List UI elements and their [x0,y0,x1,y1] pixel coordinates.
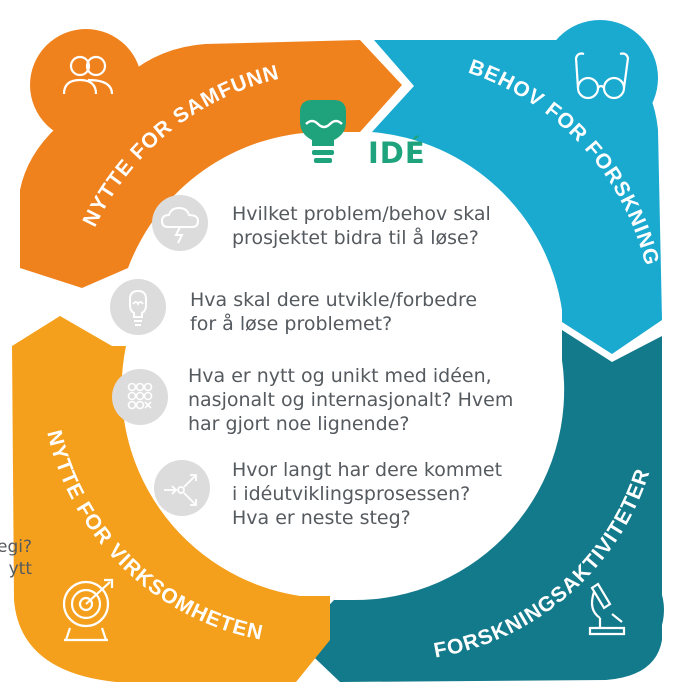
question-4: Hvor langt har dere kommet i idéutviklin… [232,458,502,530]
question-3: Hva er nytt og unikt med idéen, nasjonal… [188,364,513,436]
branching-arrows-icon [154,460,210,516]
clipped-text-line-2: ytt [8,559,32,579]
lightbulb-icon [300,100,346,163]
dot-grid-icon [112,369,168,425]
question-4-line-2: i idéutviklingsprosessen? [232,483,471,505]
people-icon [62,55,114,95]
question-4-line-3: Hva er neste steg? [232,507,411,529]
question-3-line-3: har gjort noe lignende? [188,413,410,435]
center-title: IDÉ [368,136,426,170]
question-2-line-2: for å løse problemet? [190,313,393,335]
question-3-line-2: nasjonalt og internasjonalt? Hvem [188,389,514,411]
question-1-line-1: Hvilket problem/behov skal [232,203,491,225]
clipped-text-line-1: egi? [0,537,32,557]
question-1-line-2: prosjektet bidra til å løse? [232,227,479,249]
question-1: Hvilket problem/behov skal prosjektet bi… [232,202,491,250]
target-icon [62,578,114,642]
glasses-icon [574,52,630,100]
clipped-text: egi? ytt [0,536,32,580]
question-2: Hva skal dere utvikle/forbedre for å løs… [190,288,477,336]
storm-cloud-icon [152,195,208,251]
question-2-line-1: Hva skal dere utvikle/forbedre [190,289,478,311]
question-4-line-1: Hvor langt har dere kommet [232,459,503,481]
question-3-line-1: Hva er nytt og unikt med idéen, [188,365,492,387]
microscope-icon [588,582,626,636]
question-lightbulb-icon [110,279,166,335]
